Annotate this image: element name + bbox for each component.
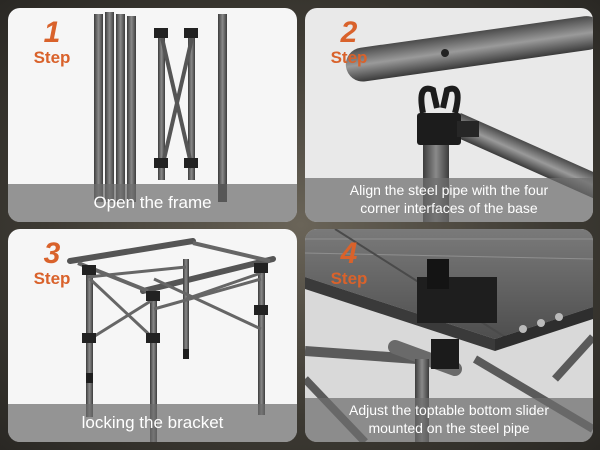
- step-word: Step: [330, 269, 368, 288]
- tabletop-slider-image: [305, 229, 593, 442]
- step-3-label: 3 Step: [22, 239, 82, 289]
- step-2-panel: 2 Step Align the steel pipe with the fou…: [305, 8, 593, 222]
- step-4-panel: 4 Step Adjust the toptable bottom slider…: [305, 229, 593, 442]
- step-2-label: 2 Step: [319, 18, 379, 68]
- step-4-caption: Adjust the toptable bottom slider mounte…: [305, 398, 593, 442]
- caption-line: Align the steel pipe with the four: [349, 182, 549, 198]
- step-1-label: 1 Step: [22, 18, 82, 68]
- step-word: Step: [330, 48, 368, 67]
- step-2-caption: Align the steel pipe with the four corne…: [305, 178, 593, 222]
- step-1-caption: Open the frame: [8, 184, 297, 222]
- folded-frame-image: [94, 12, 227, 202]
- caption-line: Adjust the toptable bottom slider: [348, 402, 549, 418]
- step-4-label: 4 Step: [319, 239, 379, 289]
- caption-line: corner interfaces of the base: [360, 200, 538, 216]
- step-number: 1: [43, 16, 61, 49]
- step-word: Step: [33, 269, 71, 288]
- step-number: 4: [340, 237, 358, 270]
- step-number: 3: [43, 237, 61, 270]
- step-1-panel: 1 Step Open the frame: [8, 8, 297, 222]
- step-word: Step: [33, 48, 71, 67]
- step-3-caption: locking the bracket: [8, 404, 297, 442]
- step-3-panel: 3 Step locking the bracket: [8, 229, 297, 442]
- assembled-bracket-image: [67, 238, 276, 442]
- caption-line: mounted on the steel pipe: [368, 420, 530, 436]
- step-number: 2: [340, 16, 358, 49]
